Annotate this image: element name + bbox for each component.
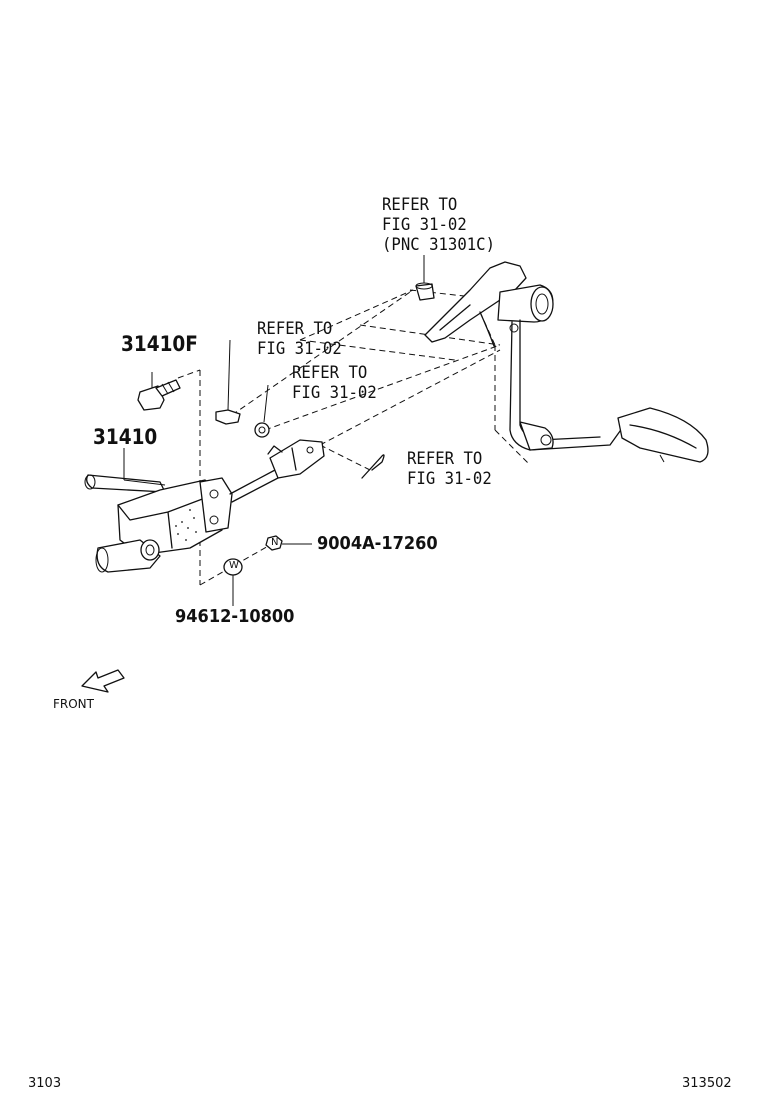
refer-label-clevis-pin: REFER TO FIG 31-02 (257, 319, 342, 359)
refer-line-1: REFER TO (382, 195, 458, 215)
washer-marker-shape (223, 558, 243, 606)
washer-marker-letter: W (229, 560, 239, 571)
part-number-master-cylinder: 31410 (93, 425, 158, 449)
refer-line-2: FIG 31-02 (382, 215, 467, 235)
footer-right-code: 313502 (682, 1076, 732, 1091)
master-cylinder (84, 439, 325, 573)
washer (254, 384, 270, 438)
part-number-bolt: 31410F (121, 332, 198, 356)
refer-label-pedal-bushing: REFER TO FIG 31-02 (PNC 31301C) (382, 195, 495, 255)
part-number-washer: 94612-10800 (175, 606, 295, 627)
clevis-pin (215, 339, 241, 425)
refer-line-3: (PNC 31301C) (382, 235, 496, 255)
pedal-bushing (415, 255, 435, 301)
refer-line-2: FIG 31-02 (257, 339, 342, 359)
refer-line-1: REFER TO (257, 319, 333, 339)
refer-label-clip: REFER TO FIG 31-02 (407, 449, 492, 489)
refer-line-1: REFER TO (407, 449, 483, 469)
refer-label-washer: REFER TO FIG 31-02 (292, 363, 377, 403)
refer-line-1: REFER TO (292, 363, 368, 383)
refer-line-2: FIG 31-02 (407, 469, 492, 489)
clutch-pedal (424, 261, 709, 463)
bolt (137, 372, 181, 411)
front-label: FRONT (53, 697, 94, 711)
clip (361, 454, 385, 479)
footer-left-code: 3103 (28, 1076, 62, 1091)
nut-marker-shape (265, 535, 312, 551)
part-number-nut: 9004A-17260 (317, 533, 438, 554)
nut-marker-letter: N (271, 537, 279, 548)
front-arrow (81, 669, 125, 693)
refer-line-2: FIG 31-02 (292, 383, 377, 403)
